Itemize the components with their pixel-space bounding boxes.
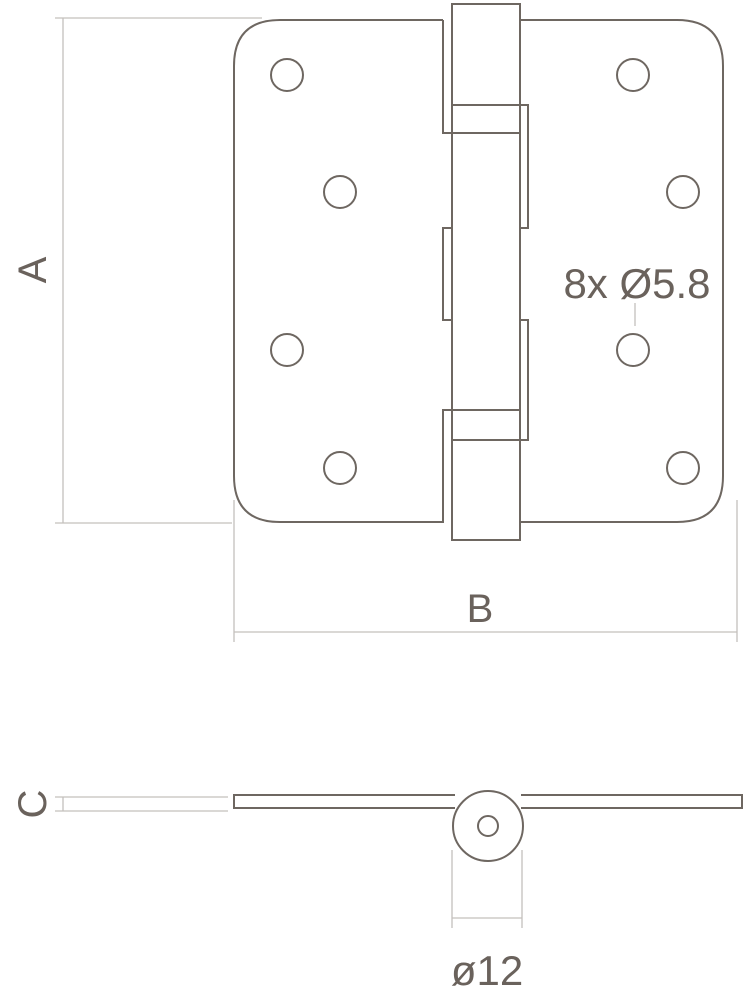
hole [616, 333, 650, 367]
hole-callout: 8x Ø5.8 [563, 260, 710, 307]
hole [666, 175, 700, 209]
pin-diameter-label: ø12 [451, 947, 523, 994]
knuckle-section [452, 790, 524, 862]
dim-b-label: B [467, 587, 494, 631]
side-view [233, 790, 743, 862]
right-leaf [452, 19, 724, 523]
screw-holes [270, 58, 700, 485]
hole [323, 175, 357, 209]
hole [270, 58, 304, 92]
hole [270, 333, 304, 367]
dimension-c: C [11, 790, 228, 819]
dimension-pin-diameter: ø12 [451, 850, 523, 994]
hole [323, 451, 357, 485]
dimension-b: B [233, 500, 738, 642]
hole [666, 451, 700, 485]
pin-section [477, 815, 499, 837]
hole [616, 58, 650, 92]
dimension-a: A [11, 17, 262, 524]
dim-a-label: A [11, 256, 55, 283]
left-leaf [233, 19, 452, 523]
knuckle [451, 3, 521, 541]
dim-c-label: C [11, 790, 55, 819]
